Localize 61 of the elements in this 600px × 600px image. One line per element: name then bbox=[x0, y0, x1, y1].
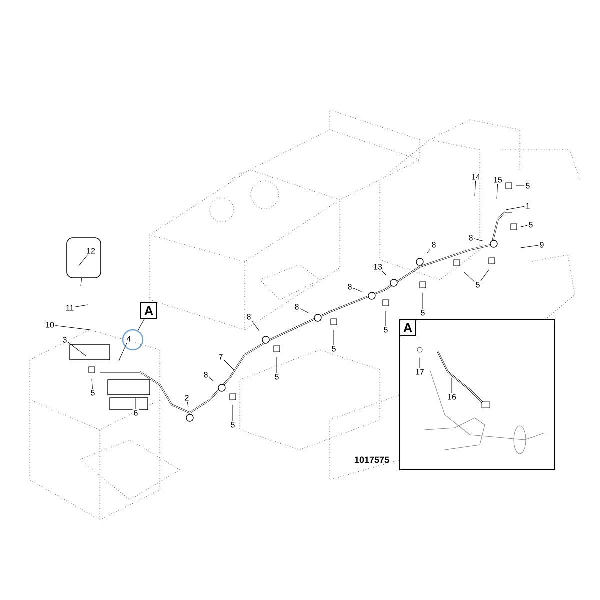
callout-number: 5 bbox=[330, 345, 338, 353]
leader-line bbox=[422, 292, 424, 310]
leader-line bbox=[506, 206, 525, 210]
callout-number: 11 bbox=[64, 304, 76, 312]
leader-line bbox=[496, 184, 498, 200]
callout-number: 7 bbox=[218, 353, 224, 361]
leader-line bbox=[474, 180, 476, 196]
callout-number: 8 bbox=[294, 303, 300, 311]
leader-line bbox=[474, 238, 484, 242]
callout-number: 8 bbox=[246, 313, 252, 321]
callout-number: 6 bbox=[132, 409, 140, 417]
callout-number: 12 bbox=[86, 247, 96, 255]
leader-line bbox=[232, 404, 234, 422]
leader-line bbox=[209, 378, 214, 382]
leader-line bbox=[92, 378, 93, 390]
callout-number: 1 bbox=[524, 202, 532, 210]
leader-line bbox=[138, 319, 145, 331]
callout-number: 3 bbox=[62, 336, 68, 344]
drawing-number: 1017575 bbox=[355, 456, 390, 464]
callout-number: 5 bbox=[90, 389, 96, 397]
callout-number: 10 bbox=[44, 321, 56, 329]
leader-line bbox=[382, 270, 386, 276]
leader-line bbox=[276, 356, 278, 374]
callout-number: 9 bbox=[538, 241, 546, 249]
leader-line bbox=[75, 304, 88, 308]
leader-line bbox=[55, 325, 90, 330]
callout-number: 5 bbox=[524, 182, 532, 190]
callout-number: 5 bbox=[274, 373, 280, 381]
leader-line bbox=[78, 254, 88, 266]
callout-number: 5 bbox=[382, 326, 390, 334]
callout-number: 5 bbox=[474, 281, 482, 289]
callout-number: 17 bbox=[414, 368, 426, 376]
leader-line bbox=[520, 225, 528, 228]
callout-number: 4 bbox=[126, 335, 132, 343]
callout-number: 8 bbox=[430, 241, 438, 249]
callout-number: 15 bbox=[492, 176, 504, 184]
callout-number: 5 bbox=[420, 309, 426, 317]
callout-number: 2 bbox=[184, 394, 190, 402]
leader-line bbox=[68, 342, 86, 356]
leader-line bbox=[300, 308, 309, 314]
callout-number: 13 bbox=[372, 263, 384, 271]
view-label: A bbox=[140, 302, 158, 320]
callout-number: 8 bbox=[202, 371, 210, 379]
leader-line bbox=[252, 320, 260, 332]
callout-number: 8 bbox=[468, 234, 474, 242]
leader-line bbox=[80, 278, 82, 286]
callout-number: 8 bbox=[346, 283, 354, 291]
detail-circle bbox=[122, 329, 144, 351]
leader-line bbox=[426, 248, 431, 254]
callout-number: 5 bbox=[528, 221, 534, 229]
callout-number: 16 bbox=[446, 393, 458, 401]
leader-line bbox=[480, 270, 490, 282]
detail-box bbox=[66, 238, 102, 278]
callout-number: 5 bbox=[230, 421, 236, 429]
leader-line bbox=[118, 342, 128, 362]
leader-line bbox=[187, 402, 189, 408]
leader-line bbox=[464, 272, 475, 282]
leader-line bbox=[353, 288, 362, 292]
callout-number: 14 bbox=[470, 173, 482, 181]
leader-line bbox=[224, 360, 234, 370]
leader-line bbox=[520, 245, 539, 248]
